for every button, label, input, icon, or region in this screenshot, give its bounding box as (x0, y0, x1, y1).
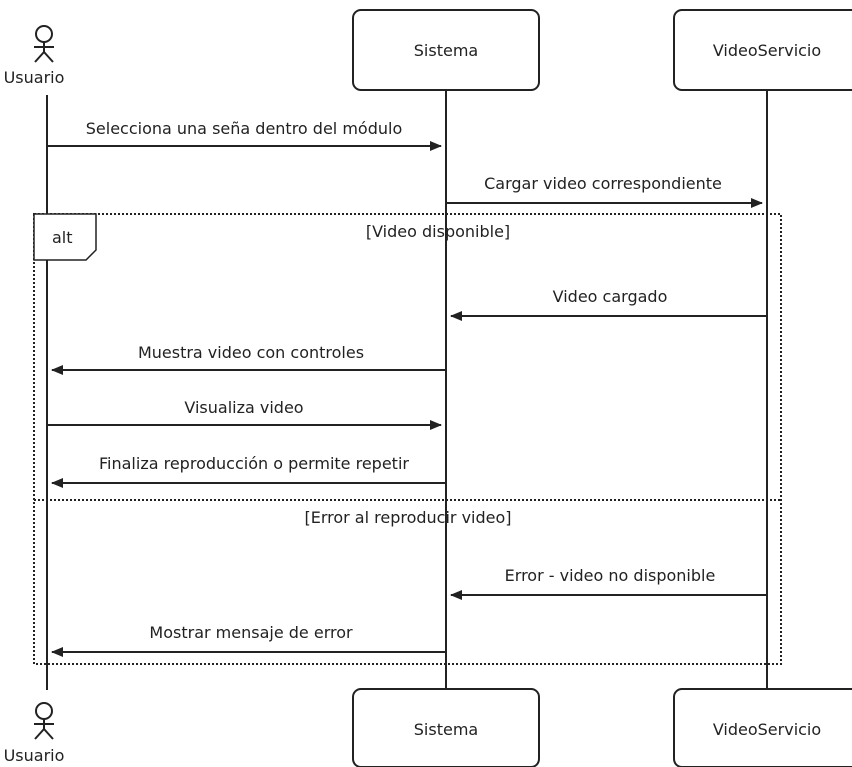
message-label-2: Cargar video correspondiente (484, 174, 722, 193)
participant-videoservicio-bottom (673, 688, 852, 767)
participant-sistema-top (352, 9, 540, 91)
participant-videoservicio-top (673, 9, 852, 91)
alt-tag-box (33, 213, 97, 261)
message-label-6: Finaliza reproducción o permite repetir (99, 454, 409, 473)
participant-sistema-bottom-label: Sistema (414, 720, 478, 739)
participant-videoservicio-bottom-label: VideoServicio (713, 720, 821, 739)
alt-condition-2: [Error al reproducir video] (304, 508, 511, 527)
message-label-1: Selecciona una seña dentro del módulo (86, 119, 402, 138)
actor-usuario-bottom-label: Usuario (4, 746, 65, 765)
message-label-5: Visualiza video (184, 398, 303, 417)
message-label-3: Video cargado (553, 287, 668, 306)
actor-icon (34, 702, 54, 740)
message-label-8: Mostrar mensaje de error (149, 623, 353, 642)
actor-icon (34, 25, 54, 63)
participant-sistema-top-label: Sistema (414, 41, 478, 60)
alt-frame (33, 213, 782, 665)
actor-usuario-top-label: Usuario (4, 68, 65, 87)
participant-sistema-bottom (352, 688, 540, 767)
participant-videoservicio-top-label: VideoServicio (713, 41, 821, 60)
alt-keyword: alt (52, 228, 73, 247)
message-label-7: Error - video no disponible (505, 566, 716, 585)
alt-condition-1: [Video disponible] (366, 222, 510, 241)
message-label-4: Muestra video con controles (138, 343, 364, 362)
